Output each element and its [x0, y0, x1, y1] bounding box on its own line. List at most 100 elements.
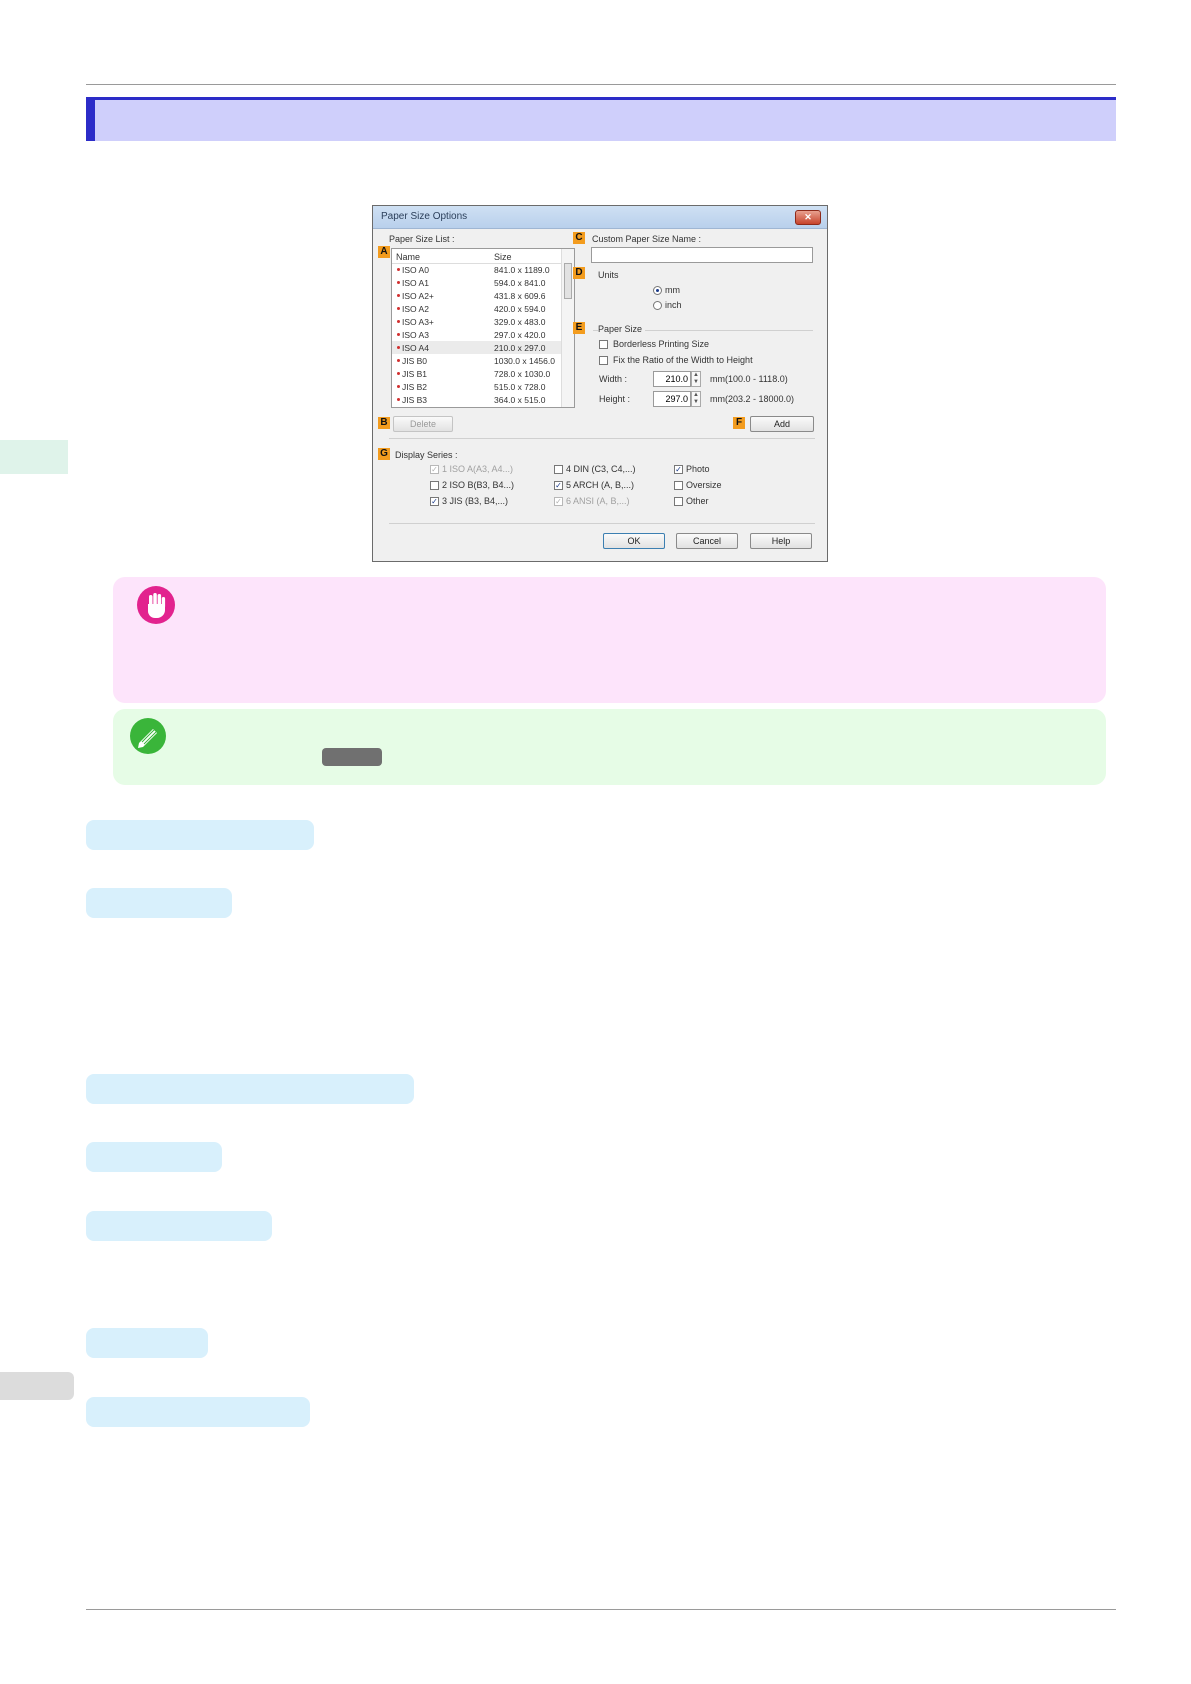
- marker-f: F: [733, 417, 745, 429]
- footer-divider: [389, 523, 815, 524]
- add-button[interactable]: Add: [750, 416, 814, 432]
- list-item-size: 594.0 x 841.0: [494, 278, 546, 288]
- series-3-checkbox[interactable]: ✓: [430, 497, 439, 506]
- custom-name-input[interactable]: [591, 247, 813, 263]
- other-label: Other: [686, 496, 709, 506]
- list-item-name: JIS B2: [402, 382, 428, 392]
- list-item-name: ISO A4: [402, 343, 429, 353]
- column-size[interactable]: Size: [494, 252, 512, 262]
- list-item-name: ISO A2+: [402, 291, 434, 301]
- marker-c: C: [573, 232, 585, 244]
- series-4-label: 4 DIN (C3, C4,...): [566, 464, 636, 474]
- bullet-icon: [397, 372, 400, 375]
- list-item-name: JIS B1: [402, 369, 428, 379]
- list-item[interactable]: ISO A3+329.0 x 483.0: [392, 315, 562, 328]
- unit-inch-label: inch: [665, 300, 682, 310]
- column-name[interactable]: Name: [396, 252, 421, 262]
- width-input[interactable]: [653, 371, 691, 387]
- list-item-name: ISO A3: [402, 330, 429, 340]
- unit-inch-radio[interactable]: [653, 301, 662, 310]
- list-item-size: 420.0 x 594.0: [494, 304, 546, 314]
- fix-ratio-label: Fix the Ratio of the Width to Height: [613, 355, 753, 365]
- units-label: Units: [598, 270, 619, 280]
- series-6-label: 6 ANSI (A, B,...): [566, 496, 630, 506]
- series-4-checkbox[interactable]: [554, 465, 563, 474]
- cancel-button[interactable]: Cancel: [676, 533, 738, 549]
- title-accent: [86, 100, 95, 141]
- bullet-icon: [397, 320, 400, 323]
- list-item-size: 364.0 x 515.0: [494, 395, 546, 405]
- height-label: Height :: [599, 394, 631, 404]
- note-box: [113, 709, 1106, 785]
- list-item[interactable]: JIS B3 364.0 x 515.0: [392, 393, 562, 406]
- list-item[interactable]: JIS B0 1030.0 x 1456.0: [392, 354, 562, 367]
- key-button-graphic: [322, 748, 382, 766]
- list-item-size: 728.0 x 1030.0: [494, 369, 551, 379]
- list-item-name: ISO A2: [402, 304, 429, 314]
- list-item-size: 841.0 x 1189.0: [494, 265, 550, 275]
- hand-stop-icon: [137, 586, 175, 624]
- list-item-size: 515.0 x 728.0: [494, 382, 546, 392]
- list-item-size: 1030.0 x 1456.0: [494, 356, 555, 366]
- photo-checkbox[interactable]: ✓: [674, 465, 683, 474]
- bullet-icon: [397, 281, 400, 284]
- delete-button[interactable]: Delete: [393, 416, 453, 432]
- width-spinner[interactable]: ▲▼: [691, 371, 701, 387]
- list-item[interactable]: ISO A2 420.0 x 594.0: [392, 302, 562, 315]
- heading-pill-1: [86, 820, 314, 850]
- scroll-thumb[interactable]: [564, 263, 572, 299]
- bullet-icon: [397, 294, 400, 297]
- help-button[interactable]: Help: [750, 533, 812, 549]
- list-item-size: 329.0 x 483.0: [494, 317, 546, 327]
- hand-stop-glyph: [148, 593, 166, 618]
- marker-d: D: [573, 267, 585, 279]
- oversize-label: Oversize: [686, 480, 722, 490]
- heading-pill-7: [86, 1397, 310, 1427]
- paper-size-list-label: Paper Size List :: [389, 234, 455, 244]
- pencil-glyph: [138, 729, 157, 748]
- borderless-checkbox[interactable]: [599, 340, 608, 349]
- height-input[interactable]: [653, 391, 691, 407]
- heading-pill-6: [86, 1328, 208, 1358]
- list-item[interactable]: JIS B2 515.0 x 728.0: [392, 380, 562, 393]
- height-spinner[interactable]: ▲▼: [691, 391, 701, 407]
- list-item-name: JIS B3: [402, 395, 428, 405]
- close-button[interactable]: ✕: [795, 210, 821, 225]
- other-checkbox[interactable]: [674, 497, 683, 506]
- marker-b: B: [378, 417, 390, 429]
- list-item-selected[interactable]: ISO A4 210.0 x 297.0: [392, 341, 562, 354]
- fix-ratio-checkbox[interactable]: [599, 356, 608, 365]
- pencil-icon: [130, 718, 166, 754]
- list-item-size: 210.0 x 297.0: [494, 343, 546, 353]
- dialog-title: Paper Size Options: [381, 211, 468, 222]
- oversize-checkbox[interactable]: [674, 481, 683, 490]
- top-rule: [86, 84, 1116, 85]
- list-item-size: 431.8 x 609.6: [494, 291, 546, 301]
- list-item[interactable]: ISO A2+ 431.8 x 609.6: [392, 289, 562, 302]
- series-6-checkbox[interactable]: ✓: [554, 497, 563, 506]
- unit-mm-label: mm: [665, 285, 680, 295]
- display-series-label: Display Series :: [395, 450, 458, 460]
- photo-label: Photo: [686, 464, 710, 474]
- list-item[interactable]: JIS B1 728.0 x 1030.0: [392, 367, 562, 380]
- bullet-icon: [397, 268, 400, 271]
- list-item-name: JIS B0: [402, 356, 428, 366]
- heading-pill-4: [86, 1142, 222, 1172]
- list-item-name: ISO A1: [402, 278, 429, 288]
- unit-mm-radio[interactable]: [653, 286, 662, 295]
- list-item[interactable]: ISO A1 594.0 x 841.0: [392, 276, 562, 289]
- series-5-checkbox[interactable]: ✓: [554, 481, 563, 490]
- series-3-label: 3 JIS (B3, B4,...): [442, 496, 509, 506]
- ok-button[interactable]: OK: [603, 533, 665, 549]
- series-2-checkbox[interactable]: [430, 481, 439, 490]
- bottom-rule: [86, 1609, 1116, 1610]
- series-1-checkbox[interactable]: ✓: [430, 465, 439, 474]
- section-title-bar: [86, 97, 1116, 141]
- paper-size-options-dialog: Paper Size Options ✕ Paper Size List : A…: [372, 205, 828, 562]
- series-1-label: 1 ISO A(A3, A4...): [442, 464, 514, 474]
- list-scrollbar[interactable]: [561, 249, 574, 407]
- paper-size-group-label: Paper Size: [598, 324, 646, 334]
